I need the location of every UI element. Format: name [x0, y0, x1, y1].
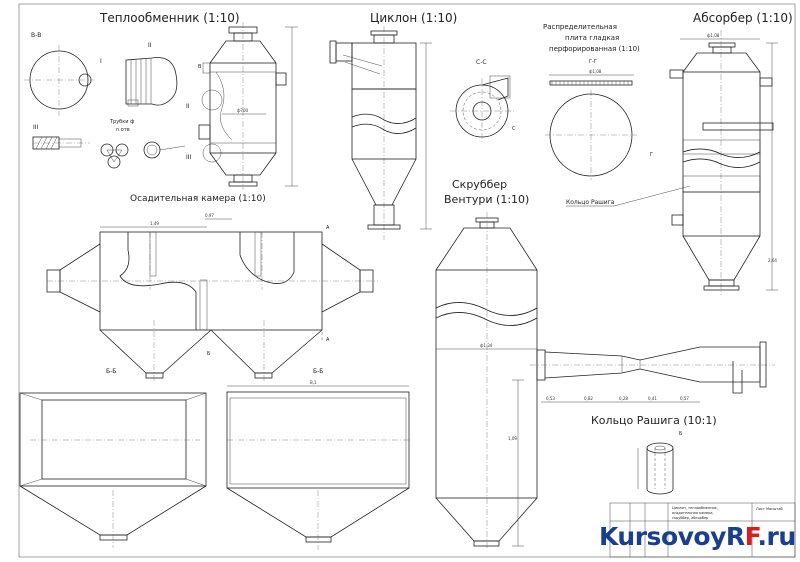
plate-title-line2: плита гладкая — [565, 34, 619, 42]
watermark-part-3: .ru — [757, 522, 797, 551]
settling-sub-dim: 0,97 — [205, 213, 214, 218]
scrubber-column — [435, 269, 538, 499]
scrubber-title-line2: Вентури (1:10) — [444, 193, 529, 206]
settling-chamber-body — [99, 231, 323, 331]
section-vv-label: В-В — [31, 32, 41, 39]
settling-chamber-title: Осадительная камера (1:10) — [130, 194, 266, 204]
mark-v: В — [198, 64, 202, 70]
plate-diameter-dim: ф1,08 — [589, 69, 602, 74]
venturi-tube — [544, 346, 761, 383]
plate-title-line3: перфорированная (1:10) — [549, 45, 640, 53]
roman-iii-callout: III — [186, 154, 192, 161]
section-bb-views: Б-Б Б-Б B,1 — [19, 368, 410, 550]
roman-ii-callout: II — [186, 103, 190, 110]
mark-a-top: А — [326, 225, 330, 231]
section-gg-label: Г-Г — [589, 59, 597, 65]
settling-chamber-view: Осадительная камера (1:10) 1,49 0,97 А А… — [46, 194, 378, 382]
raschig-leader-label: Кольцо Рашига — [566, 199, 615, 206]
settling-top-dim: 1,49 — [150, 221, 159, 226]
seg-dim-1: 0,82 — [584, 396, 593, 401]
venturi-scrubber-view: Скруббер Вентури (1:10) ф1,34 0,53 0,82 … — [435, 178, 775, 550]
cyclone-title: Циклон (1:10) — [370, 11, 457, 25]
section-bb-label-2: Б-Б — [313, 368, 323, 375]
section-bb-label-1: Б-Б — [106, 368, 116, 375]
he-width-dim: ф700 — [237, 108, 249, 113]
cyclone-view: Циклон (1:10) С-С С — [329, 11, 516, 240]
section-ss-label: С-С — [476, 59, 487, 66]
plate-title-line1: Распределительная — [543, 23, 617, 31]
stamp-line-2: осадительная камера, — [672, 511, 714, 515]
raschig-ring-view: Кольцо Рашига (10:1) Б — [591, 414, 717, 495]
section-bb-left — [19, 392, 207, 487]
watermark-part-2: F — [744, 522, 758, 551]
scrubber-diameter-dim: ф1,34 — [480, 343, 493, 348]
heat-exchanger-title: Теплообменник (1:10) — [99, 11, 240, 25]
scrubber-height-dim: 1,09 — [508, 436, 517, 441]
absorber-view: Абсорбер (1:10) ф1,08 2,64 Кольцо Рашига — [566, 11, 793, 295]
raschig-ring-title: Кольцо Рашига (10:1) — [591, 414, 717, 427]
sheet-frame — [18, 3, 796, 558]
roman-i-label: I — [100, 58, 102, 65]
roman-ii-label: II — [148, 42, 152, 49]
mark-a-bottom: А — [326, 337, 330, 343]
ring-mark-b: Б — [679, 431, 683, 437]
detail-ii-shape — [125, 57, 178, 106]
mark-s: С — [512, 126, 516, 132]
watermark-logo: KursovoyRF.ru — [599, 522, 796, 556]
title-block: Циклон, теплообменник, осадительная каме… — [609, 502, 796, 558]
tubes-note-line1: Трубки ф — [109, 119, 134, 125]
mark-b: Б — [207, 351, 211, 357]
raschig-packing — [682, 175, 761, 193]
roman-iii-label: III — [33, 124, 39, 131]
stamp-line-1: Циклон, теплообменник, — [672, 506, 718, 510]
heat-exchanger-view: Теплообменник (1:10) В-В I II III Трубки… — [24, 11, 298, 190]
watermark-part-1: KursovoyR — [599, 522, 745, 551]
absorber-height-dim: 2,64 — [768, 258, 777, 263]
distribution-plate-view: Распределительная плита гладкая перфорир… — [543, 23, 653, 180]
absorber-diameter-dim: ф1,08 — [707, 33, 720, 38]
stamp-mark: Лист Масштаб — [756, 507, 783, 511]
absorber-title: Абсорбер (1:10) — [693, 11, 793, 25]
seg-dim-4: 0,57 — [680, 396, 689, 401]
mark-g: Г — [650, 152, 653, 158]
tubes-note-line2: n отв — [116, 127, 130, 133]
chamber-b-dim: B,1 — [310, 380, 317, 385]
scrubber-title-line1: Скруббер — [452, 178, 507, 191]
seg-dim-3: 0,41 — [648, 396, 657, 401]
stamp-line-3: скруббер, абсорбер — [672, 516, 709, 520]
seg-dim-0: 0,53 — [546, 396, 555, 401]
seg-dim-2: 0,28 — [619, 396, 628, 401]
